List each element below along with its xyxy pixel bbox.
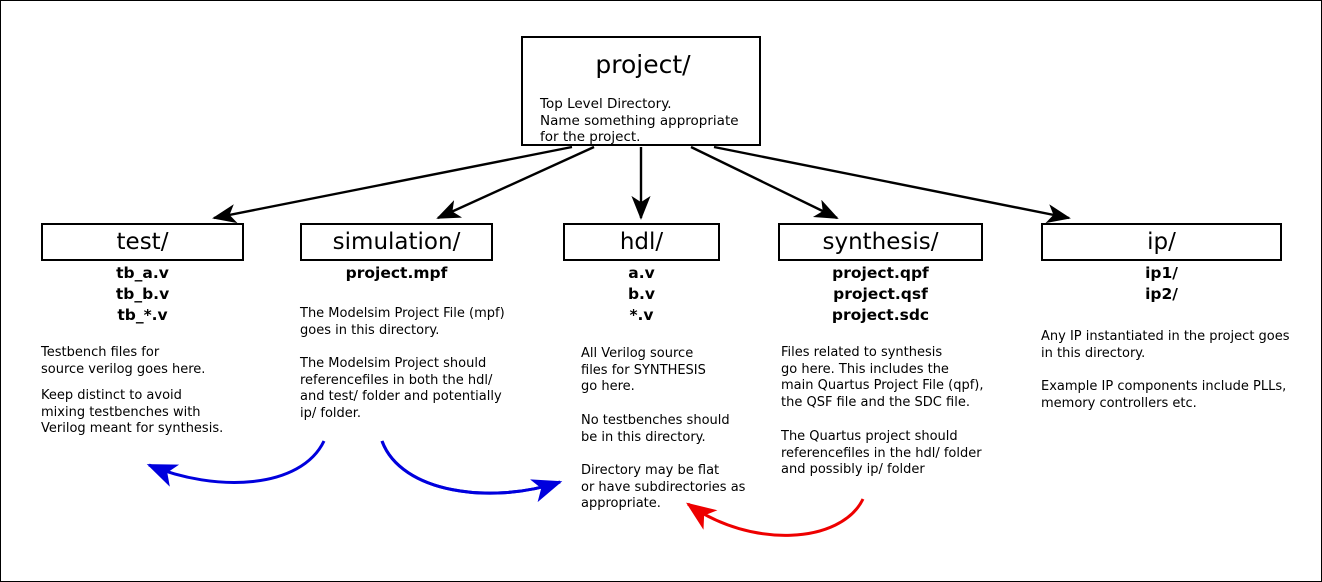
note-synthesis-0: Files related to synthesis go here. This… bbox=[781, 345, 984, 410]
file-list-ip: ip1/ ip2/ bbox=[1145, 264, 1178, 303]
node-title-project: project/ bbox=[595, 50, 691, 79]
node-simulation[interactable]: simulation/ bbox=[300, 223, 493, 261]
edge-root-to-test bbox=[212, 145, 573, 224]
arrow-simulation-to-test bbox=[146, 440, 326, 487]
file-list-hdl: a.v b.v *.v bbox=[627, 264, 656, 324]
node-title-test: test/ bbox=[116, 228, 169, 255]
node-synthesis[interactable]: synthesis/ bbox=[778, 223, 983, 261]
note-synthesis-1: The Quartus project should referencefile… bbox=[781, 429, 982, 477]
node-ip[interactable]: ip/ bbox=[1041, 223, 1282, 261]
edge-root-to-ip bbox=[713, 145, 1071, 224]
node-title-hdl: hdl/ bbox=[619, 228, 664, 255]
note-hdl-2: Directory may be flat or have subdirecto… bbox=[581, 463, 746, 511]
node-title-ip: ip/ bbox=[1147, 228, 1176, 255]
node-description-project: Top Level Directory. Name something appr… bbox=[540, 96, 739, 145]
note-simulation-1: The Modelsim Project should referencefil… bbox=[300, 356, 502, 421]
node-title-simulation: simulation/ bbox=[332, 228, 461, 255]
note-test-0: Testbench files for source verilog goes … bbox=[41, 345, 206, 377]
file-list-simulation: project.mpf bbox=[345, 264, 448, 282]
file-list-synthesis: project.qpf project.qsf project.sdc bbox=[831, 264, 930, 324]
note-ip-1: Example IP components include PLLs, memo… bbox=[1041, 379, 1287, 411]
edge-root-to-simulation bbox=[436, 145, 595, 220]
note-hdl-1: No testbenches should be in this directo… bbox=[581, 413, 730, 445]
note-ip-0: Any IP instantiated in the project goes … bbox=[1041, 329, 1290, 361]
edge-root-to-synthesis bbox=[690, 145, 839, 220]
node-hdl[interactable]: hdl/ bbox=[563, 223, 720, 261]
node-project-root[interactable]: project/ Top Level Directory. Name somet… bbox=[521, 36, 761, 146]
note-simulation-0: The Modelsim Project File (mpf) goes in … bbox=[300, 306, 505, 338]
note-test-1: Keep distinct to avoid mixing testbenche… bbox=[41, 388, 224, 436]
node-test[interactable]: test/ bbox=[41, 223, 244, 261]
arrow-simulation-to-hdl bbox=[380, 440, 561, 495]
node-title-synthesis: synthesis/ bbox=[822, 228, 939, 255]
arrow-simulation-to-hdl-head bbox=[380, 440, 563, 503]
file-list-test: tb_a.v tb_b.v tb_*.v bbox=[115, 264, 170, 324]
note-hdl-0: All Verilog source files for SYNTHESIS g… bbox=[581, 346, 706, 394]
